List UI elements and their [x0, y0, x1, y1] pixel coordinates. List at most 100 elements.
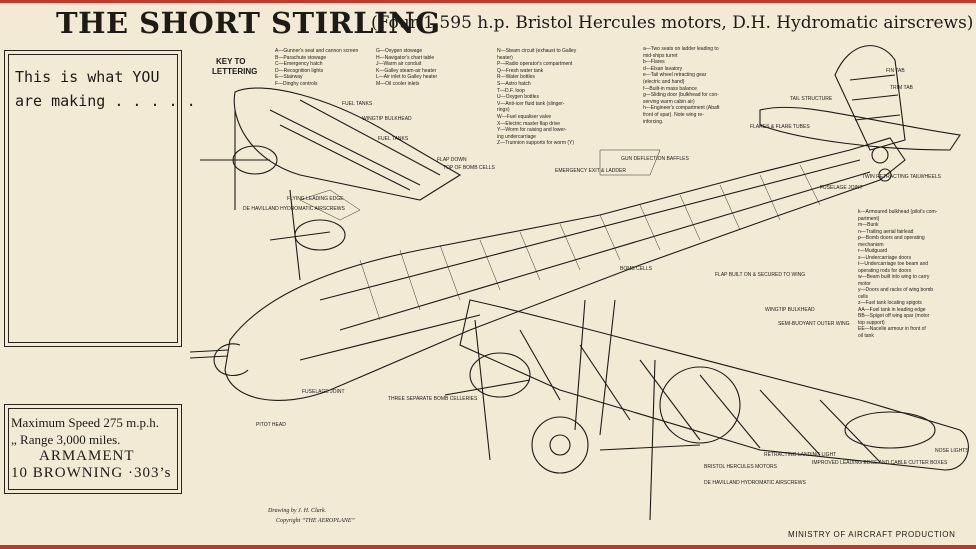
key-entry: X—Electric master flap drive — [497, 120, 561, 127]
message-panel: This is what YOU are making . . . . . — [4, 50, 196, 347]
key-entry: L—Air inlet to Galley heater — [376, 74, 438, 81]
message-line-2: are making . . . . . — [15, 92, 196, 110]
specs-armament-heading: ARMAMENT — [39, 448, 135, 464]
key-entry: U—Oxygen bottles — [497, 94, 539, 101]
callout-top-of-cells: TOP OF BOMB CELLS — [443, 165, 495, 171]
specs-armament: 10 BROWNING ·303’s — [11, 465, 172, 481]
key-entry: E—Stairway — [275, 74, 303, 81]
drawing-credit: Drawing by J. H. Clark. — [268, 508, 327, 514]
callout-landing-light: RETRACTING LANDING LIGHT — [764, 452, 836, 458]
internal-equipment — [299, 149, 661, 221]
key-entry: T—D.F. loop — [497, 87, 525, 94]
right-key-entry: m—Bunk — [858, 222, 879, 228]
right-key-entry: oil tank — [858, 332, 874, 339]
internal-structure — [299, 149, 821, 321]
main-wheel — [531, 416, 589, 474]
callout-leading-edge: IMPROVED LEADING EDGE AND CABLE CUTTER B… — [812, 460, 948, 466]
callout-wingtip-bulkhead: WINGTIP BULKHEAD — [362, 116, 412, 122]
key-entry: K—Galley steam-air heater — [376, 67, 437, 74]
fuselage-stringers — [299, 159, 871, 361]
engine-nacelle-3 — [469, 352, 531, 398]
key-column-3: N—Steam circuit (exhaust to Galley heate… — [497, 48, 576, 147]
tailplane-outline — [759, 106, 961, 151]
specs-panel-inner-border — [8, 408, 178, 490]
poster-subtitle: (Four 1,595 h.p. Bristol Hercules motors… — [371, 13, 974, 33]
key-entry: heater) — [497, 54, 513, 61]
right-key-entry: r—Mudguard — [858, 248, 888, 254]
specs-max-speed: Maximum Speed 275 m.p.h. — [11, 415, 160, 430]
callout-hercules: BRISTOL HERCULES MOTORS — [704, 464, 778, 470]
key-entry: g—Sliding door (bulkhead for con- — [643, 92, 719, 99]
key-entry: F—Dinghy controls — [275, 80, 318, 87]
tail-wheel-1 — [871, 146, 889, 164]
callout-semi-buoyant: SEMI-BUOYANT OUTER WING — [778, 321, 850, 327]
key-entry: rings) — [497, 107, 510, 114]
specs-text: Maximum Speed 275 m.p.h. „ Range 3,000 m… — [11, 414, 179, 482]
top-border-stripe — [0, 0, 976, 3]
callout-dh-airscrews-2: DE HAVILLAND HYDROMATIC AIRSCREWS — [704, 480, 806, 486]
ministry-footer: MINISTRY OF AIRCRAFT PRODUCTION — [788, 530, 956, 539]
callout-nose-lights: NOSE LIGHTS — [935, 448, 969, 454]
key-entry: ing undercarriage — [497, 133, 536, 140]
roundel-outline — [844, 411, 936, 449]
key-entry: a—Two seats on ladder leading to — [643, 46, 719, 52]
callout-trim-tab: TRIM TAB — [890, 85, 914, 91]
callout-flare-tubes: FLARES & FLARE TUBES — [750, 124, 810, 130]
key-entry: B—Parachute stowage — [275, 54, 327, 61]
right-key-entry: top support) — [858, 319, 885, 326]
key-entry: (electric and hand) — [643, 78, 685, 85]
key-entry: D—Recognition lights — [275, 67, 324, 74]
right-wing-outline — [459, 299, 969, 471]
callout-bomb-cells: BOMB CELLS — [620, 266, 653, 272]
callout-flap-built: FLAP BUILT ON & SECURED TO WING — [715, 272, 805, 278]
key-entry: h—Engineer's compartment (Abaft — [643, 105, 720, 112]
propeller-2 — [269, 189, 331, 281]
key-entry: mid-ships turret — [643, 52, 678, 59]
airframe-outline — [189, 45, 969, 521]
right-key-entry: w—Beam built into wing to carry — [858, 274, 930, 280]
key-entry: C—Emergency hatch — [275, 61, 323, 68]
key-entry: f—Built-in mass balance — [643, 85, 697, 92]
copyright-credit: Copyright “THE AEROPLANE” — [276, 518, 355, 524]
tail-fin-ribs — [849, 74, 901, 121]
right-key-entry: p—Bomb doors and operating — [858, 235, 925, 241]
right-key-entry: partment) — [858, 215, 880, 222]
right-key-entry: z—Fuel tank locating spigots — [858, 300, 922, 306]
bottom-border-stripe — [0, 545, 976, 549]
callout-wingtip-bulkhead-2: WINGTIP BULKHEAD — [765, 307, 815, 313]
right-key-entry: k—Armoured bulkhead (pilot's com- — [858, 209, 938, 215]
propeller-4 — [599, 359, 701, 521]
key-entry: e—Tail wheel retracting gear — [643, 72, 707, 79]
key-entry: front of spar). Note wing re- — [643, 111, 704, 118]
key-entry: N—Steam circuit (exhaust to Galley — [497, 48, 577, 54]
right-key-entry: operating rods for doors — [858, 267, 912, 274]
key-entry: H—Navigator's chart table — [376, 54, 435, 61]
key-entry: P—Radio operator's compartment — [497, 61, 573, 68]
poster-title: THE SHORT STIRLING — [56, 6, 441, 40]
key-entry: S—Astro hatch — [497, 80, 531, 87]
propeller-1 — [200, 110, 270, 210]
key-title-line-1: KEY TO — [216, 57, 246, 66]
message-panel-inner-border — [8, 54, 178, 343]
right-wing-ribs — [519, 329, 881, 463]
key-title: KEY TO LETTERING — [212, 57, 257, 77]
right-key-entry: EE—Nacelle armour in front of — [858, 326, 926, 332]
key-entry: serving warm cabin air) — [643, 98, 695, 105]
callout-labels: FUEL TANKS WINGTIP BULKHEAD FUEL TANKS F… — [243, 68, 969, 486]
key-entry: J—Warm air conduit — [376, 61, 422, 68]
right-key-entry: mechanism — [858, 241, 884, 248]
key-entry: Z—Trunnion supports for worm (Y) — [497, 140, 575, 147]
fuselage-frames — [359, 164, 821, 321]
left-wing-ribs — [269, 99, 441, 191]
right-key-entry: y—Doors and racks of wing bomb — [858, 287, 934, 293]
left-wing-outline — [233, 87, 462, 201]
right-key-entry: n—Trailing aerial fairlead — [858, 228, 914, 235]
engine-nacelle-2 — [294, 219, 346, 251]
right-key-entry: t—Undercarriage toe beam and — [858, 261, 929, 267]
callout-tail-structure: TAIL STRUCTURE — [790, 96, 833, 102]
key-entry: A—Gunner's seat and cannon screen — [275, 48, 359, 54]
callout-fuel-tanks-2: FUEL TANKS — [378, 136, 409, 142]
right-key-entry: cells — [858, 293, 869, 300]
